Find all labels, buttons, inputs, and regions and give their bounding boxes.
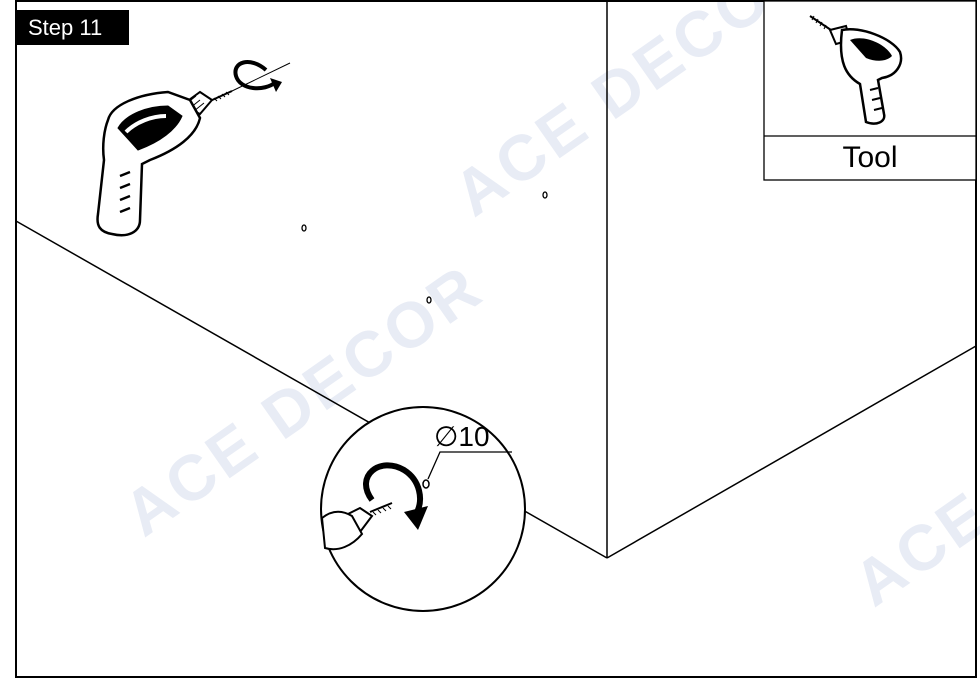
outer-border bbox=[15, 0, 977, 678]
tool-label: Tool bbox=[842, 141, 898, 174]
hole-diameter-label: ∅10 bbox=[434, 421, 490, 452]
hole-2 bbox=[301, 224, 307, 232]
detail-drill-icon bbox=[320, 502, 393, 551]
tool-drill-icon bbox=[809, 15, 903, 125]
detail-rotation-arrow-icon bbox=[363, 462, 428, 530]
hole-1 bbox=[542, 191, 548, 199]
rotation-arrow-icon bbox=[233, 60, 282, 92]
detail-hole bbox=[422, 479, 430, 489]
step-label: Step 11 bbox=[16, 10, 129, 45]
hole-3 bbox=[426, 296, 432, 304]
dimension-leader bbox=[427, 451, 512, 480]
cabinet-right-bottom-edge bbox=[606, 345, 977, 559]
drill-icon bbox=[96, 62, 291, 237]
